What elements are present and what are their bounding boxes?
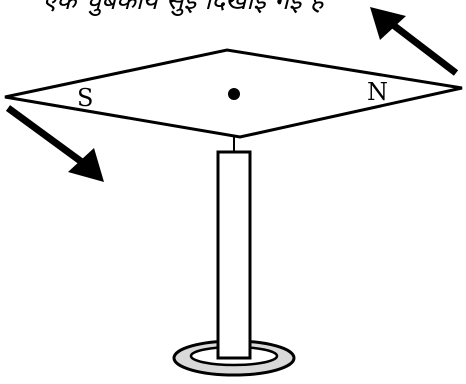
north-pole-label: N xyxy=(367,78,388,106)
arrow-down-right-icon xyxy=(5,105,104,182)
arrow-up-left-icon xyxy=(370,7,459,76)
stand-pillar xyxy=(216,150,252,360)
pivot-point xyxy=(228,88,240,100)
caption-text: एक चुंबकीय सुई दिखाई गई है xyxy=(42,0,324,16)
south-pole-label: S xyxy=(77,84,93,112)
